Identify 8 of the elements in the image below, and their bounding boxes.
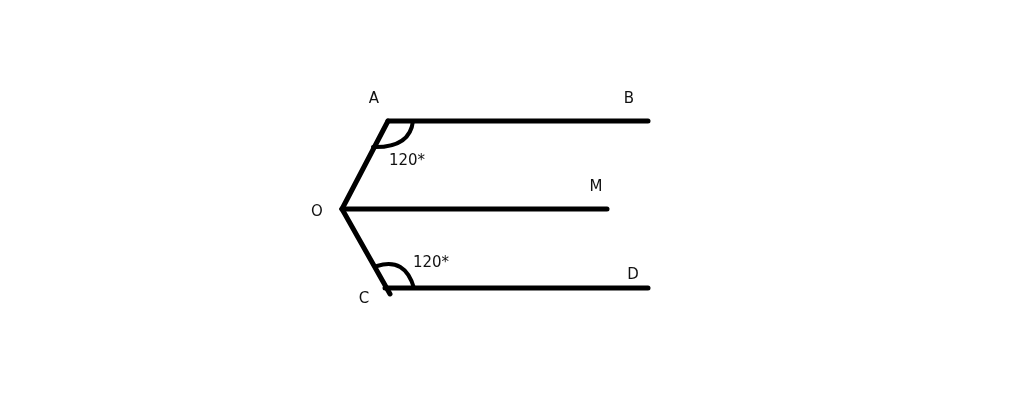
point-label: C (358, 290, 370, 306)
point-label: M (589, 178, 603, 194)
angle-label: 120* (412, 254, 450, 270)
point-label: D (627, 266, 639, 282)
point-label: O (311, 203, 323, 219)
angle-label: 120* (388, 152, 426, 168)
point-label: A (368, 90, 380, 106)
point-label: B (623, 90, 635, 106)
